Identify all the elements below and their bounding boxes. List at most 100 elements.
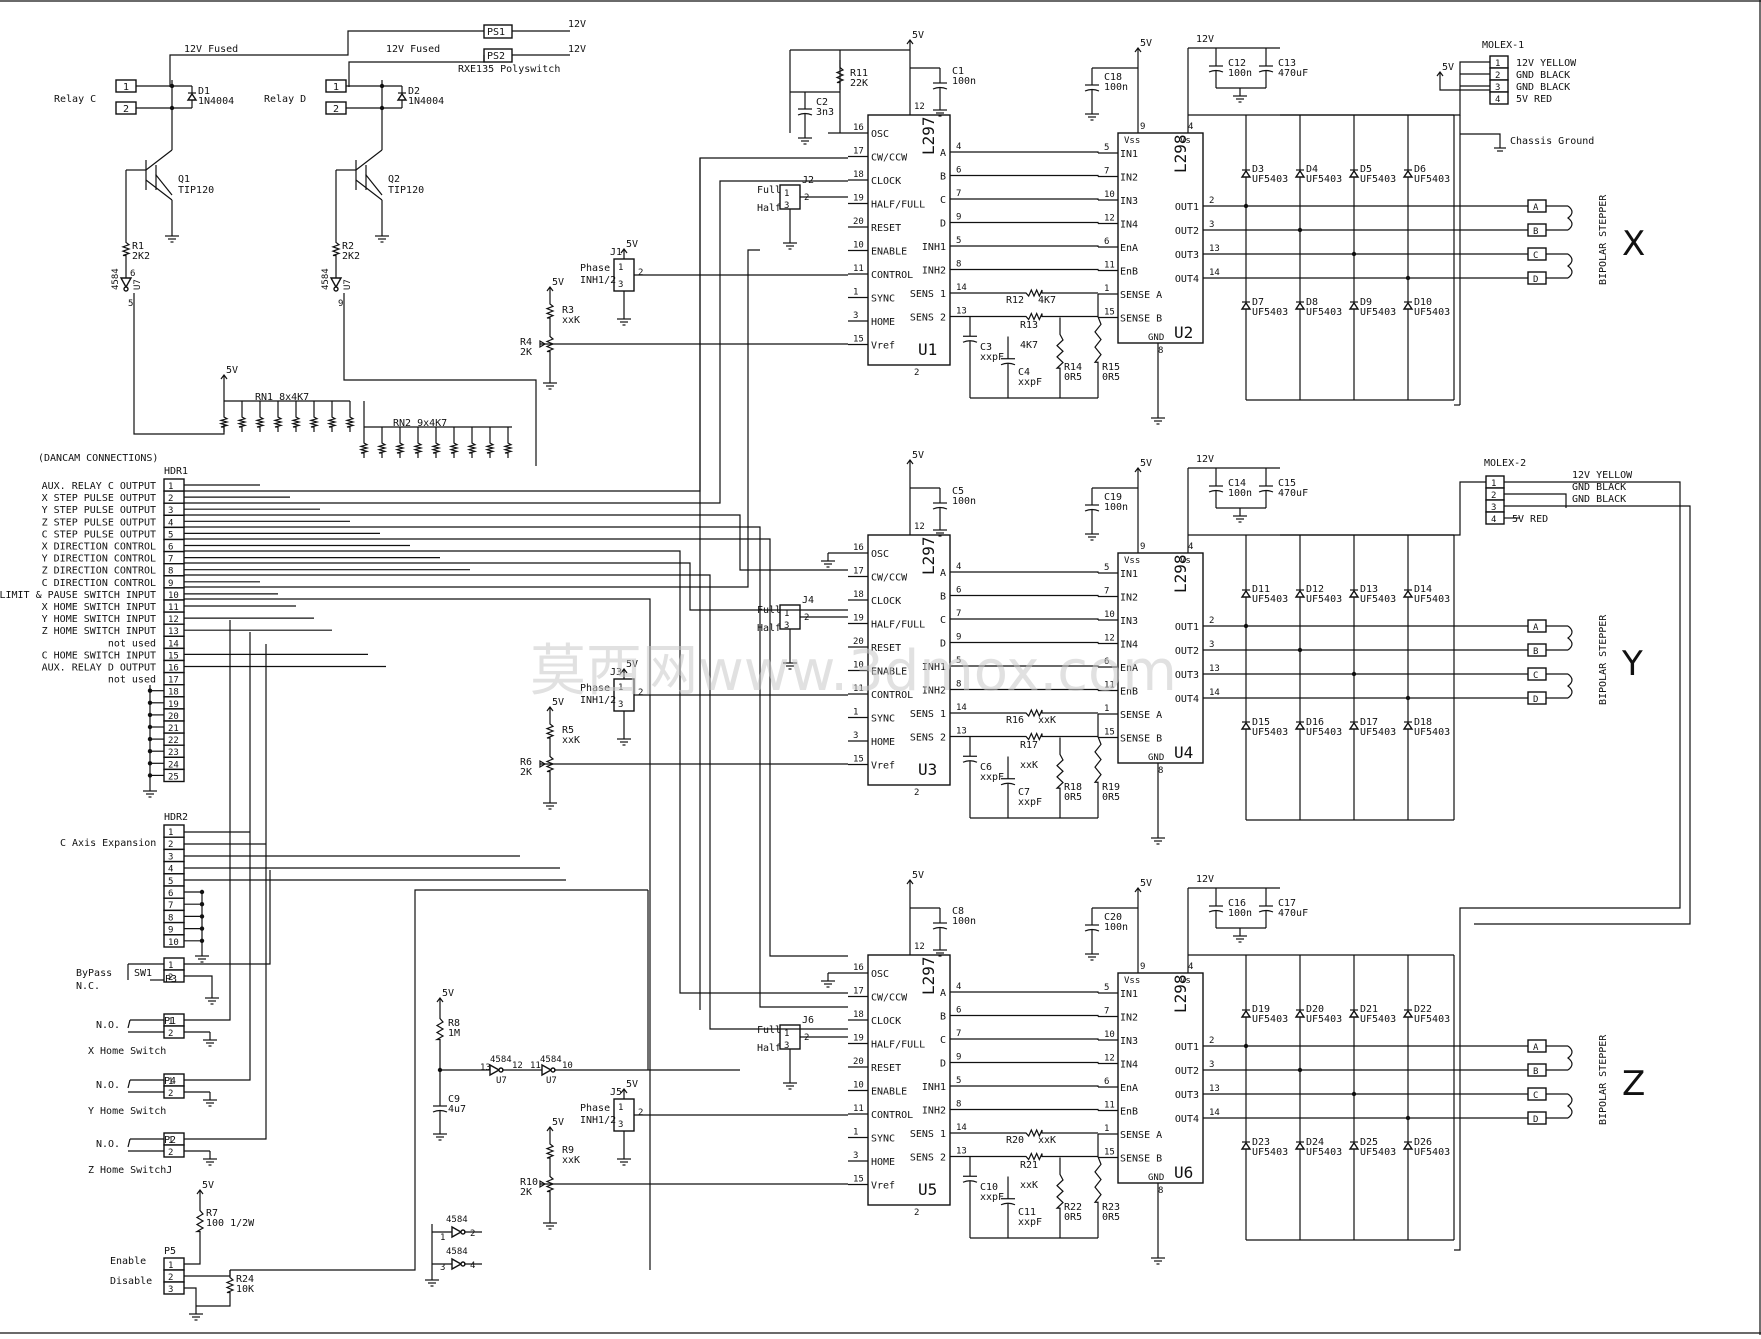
ground-symbol [798, 130, 812, 144]
r8-val: 1M [448, 1028, 460, 1039]
wire [970, 1063, 1098, 1064]
l297-pin-num: 16 [853, 963, 864, 973]
ground-symbol [1233, 928, 1247, 942]
resistor-symbol [239, 412, 245, 432]
capacitor-symbol [433, 1090, 447, 1126]
pin-num: 2 [470, 1229, 475, 1239]
capacitor-symbol [933, 488, 947, 522]
jumper-box [614, 1099, 634, 1131]
gate-ref: 4584 [446, 1247, 468, 1257]
l297-pin-name: HALF/FULL [871, 620, 925, 631]
wire [128, 1020, 130, 1028]
inh-label: INH1/2 [580, 275, 616, 286]
jumper-ref: J1 [610, 247, 622, 258]
pin-num: 10 [562, 1061, 573, 1071]
ground-symbol [543, 1215, 557, 1229]
rsense-val: 0R5 [1064, 372, 1082, 383]
l297-pin-name: ENABLE [871, 1087, 907, 1098]
ground-symbol [143, 783, 157, 797]
wire [156, 175, 172, 195]
l298-pin-num: 15 [1104, 1148, 1115, 1158]
wire [970, 1086, 1098, 1087]
l297-pin-num: 5 [956, 236, 961, 246]
diode-symbol [1404, 590, 1412, 597]
l298-pin-name: OUT3 [1175, 670, 1199, 681]
l297-pin-num: 1 [853, 708, 858, 718]
l298-pin-name: SENSE A [1120, 1130, 1162, 1141]
l298-pin-num: 11 [1104, 261, 1115, 271]
rosc-val: 22K [850, 78, 868, 89]
ground-symbol [375, 228, 389, 242]
pin-num: 2 [914, 788, 919, 798]
pin-num: 11 [530, 1061, 541, 1071]
supply-label: 5V [1140, 38, 1152, 49]
pin-num: 13 [480, 1063, 491, 1073]
l297-pin-num: 18 [853, 170, 864, 180]
l297-pin-num: 6 [956, 1006, 961, 1016]
motor-pin-label: C [1533, 671, 1538, 681]
capacitor-symbol [963, 737, 977, 781]
l297-pin-name: A [940, 988, 946, 999]
l297-pin-num: 17 [853, 147, 864, 157]
diode-symbol [1350, 170, 1358, 177]
pin-num: 9 [338, 299, 343, 309]
switch-ref: P4 [164, 1076, 176, 1087]
resistor-symbol [437, 1008, 443, 1050]
u297-ref: U5 [918, 1180, 937, 1199]
pin-num: 2 [168, 1029, 173, 1039]
wire [970, 176, 1098, 177]
diode-symbol [1350, 1142, 1358, 1149]
cap-val: xxpF [980, 1192, 1004, 1203]
diode-part: UF5403 [1252, 1147, 1288, 1158]
l297-pin-name: RESET [871, 223, 901, 234]
wire [184, 551, 848, 993]
l298-pin-num: 15 [1104, 308, 1115, 318]
wire [970, 246, 1098, 247]
pin-num: 4 [1188, 542, 1193, 552]
vss-label: Vss [1124, 556, 1140, 566]
nc-label: N.C. [76, 981, 100, 992]
axis-letter: Y [1621, 644, 1643, 684]
l298-pin-name: SENSE B [1120, 1154, 1162, 1165]
l297-pin-num: 10 [853, 241, 864, 251]
pin-num: 1 [440, 1233, 445, 1243]
p5-pin [164, 1258, 184, 1270]
chassis-label: Chassis Ground [1510, 136, 1594, 147]
gate-ref: 4584 [446, 1215, 468, 1225]
l298-pin-num: 13 [1209, 244, 1220, 254]
l298-pin-num: 10 [1104, 610, 1115, 620]
diode-symbol [188, 94, 196, 100]
diode-part: UF5403 [1414, 174, 1450, 185]
ground-symbol [203, 1092, 217, 1106]
l297-pin-num: 8 [956, 260, 961, 270]
hdr1-pin-label: C DIRECTION CONTROL [42, 578, 156, 589]
diode-symbol [1296, 722, 1304, 729]
capacitor-symbol [963, 317, 977, 361]
wire [184, 976, 212, 990]
wire [366, 175, 382, 195]
wire [128, 1139, 130, 1147]
hdr2-pin-box [164, 910, 184, 922]
diode-symbol [1296, 170, 1304, 177]
ground-symbol [433, 1126, 447, 1140]
l297-pin-num: 3 [853, 731, 858, 741]
l297-pin-num: 18 [853, 1010, 864, 1020]
l297-pin-num: 3 [853, 1151, 858, 1161]
diode-part: UF5403 [1360, 1147, 1396, 1158]
resistor-symbol [333, 236, 339, 262]
diode-part: UF5403 [1360, 174, 1396, 185]
l297-pin-name: CLOCK [871, 1016, 901, 1027]
junction-dot [200, 939, 204, 943]
l297-pin-name: HOME [871, 737, 895, 748]
junction-dot [148, 749, 152, 753]
cap-val: xxpF [1018, 1217, 1042, 1228]
l298-pin-num: 3 [1209, 1060, 1214, 1070]
diode-symbol [398, 94, 406, 100]
wire [970, 596, 1098, 597]
junction-dot [148, 773, 152, 777]
l297-pin-name: CW/CCW [871, 573, 908, 584]
diode-part: UF5403 [1252, 307, 1288, 318]
l298-pin-num: 14 [1209, 1108, 1220, 1118]
